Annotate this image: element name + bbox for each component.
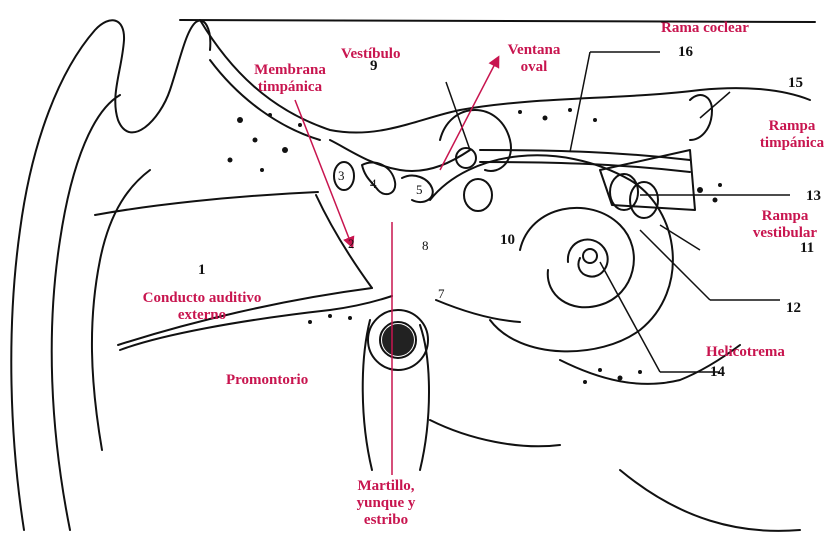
number-10: 10: [500, 232, 515, 249]
label-martillo-line2: yunque y: [336, 495, 436, 512]
label-martillo-line3: estribo: [336, 512, 436, 529]
bone-texture: [228, 108, 723, 384]
vestibule-canal: [456, 148, 476, 168]
label-membrana-line1: Membrana: [240, 62, 340, 79]
label-rampa-vestibular: Rampa vestibular: [740, 208, 830, 242]
label-membrana-line2: timpánica: [240, 79, 340, 96]
number-1: 1: [198, 262, 206, 279]
label-conducto-line1: Conducto auditivo: [120, 290, 284, 307]
number-7: 7: [438, 286, 445, 302]
number-3: 3: [338, 168, 345, 184]
number-12: 12: [786, 300, 801, 317]
label-martillo-line1: Martillo,: [336, 478, 436, 495]
number-16: 16: [678, 44, 693, 61]
leader-11: [660, 225, 700, 250]
cochlea-inner: [568, 240, 608, 277]
label-conducto-auditivo: Conducto auditivo externo: [120, 290, 284, 324]
tube-lumen: [382, 324, 414, 356]
number-2: 2: [348, 236, 355, 252]
lower-bone-left: [430, 420, 560, 446]
label-rampa-vestibular-line2: vestibular: [740, 225, 830, 242]
label-membrana-timpanica: Membrana timpánica: [240, 62, 340, 96]
cochlear-nerve-lower: [480, 162, 690, 172]
label-rampa-timpanica-line1: Rampa: [752, 118, 832, 135]
pinna-inner: [52, 95, 120, 530]
label-rampa-vestibular-line1: Rampa: [740, 208, 830, 225]
tympanic-membrane: [316, 195, 372, 288]
leader-16: [570, 52, 590, 152]
number-13: 13: [806, 188, 821, 205]
leader-vestibulo: [446, 82, 470, 150]
label-ventana-oval: Ventana oval: [496, 42, 572, 76]
ear-canal-upper: [95, 192, 318, 215]
cochlea-apex: [583, 249, 597, 263]
label-ventana-oval-line2: oval: [496, 59, 572, 76]
label-ventana-oval-line1: Ventana: [496, 42, 572, 59]
nerve-cut-1: [610, 174, 638, 210]
label-rama-coclear: Rama coclear: [661, 20, 749, 37]
label-promontorio: Promontorio: [226, 372, 308, 389]
number-9: 9: [370, 58, 378, 75]
label-rampa-timpanica-line2: timpánica: [752, 135, 832, 152]
eustachian-tube: [436, 300, 520, 322]
label-rampa-timpanica: Rampa timpánica: [752, 118, 832, 152]
label-martillo-yunque-estribo: Martillo, yunque y estribo: [336, 478, 436, 529]
leader-12: [640, 230, 710, 300]
number-4: 4: [370, 176, 377, 192]
number-11: 11: [800, 240, 814, 257]
number-15: 15: [788, 75, 803, 92]
number-5: 5: [416, 182, 423, 198]
vestibule-body: [464, 179, 492, 211]
number-14: 14: [710, 364, 725, 381]
number-8: 8: [422, 238, 429, 254]
label-conducto-line2: externo: [120, 307, 284, 324]
bottom-edge: [620, 470, 800, 531]
label-helicotrema: Helicotrema: [706, 344, 785, 361]
pinna-outline: [11, 20, 210, 530]
